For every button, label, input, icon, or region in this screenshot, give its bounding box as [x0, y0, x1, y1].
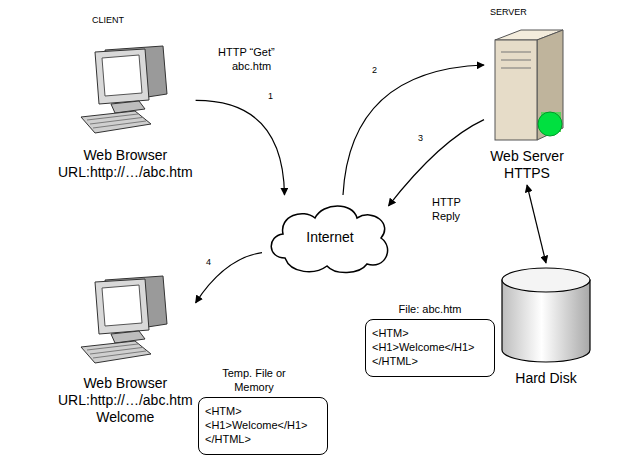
node-caption: Web Server [487, 148, 567, 165]
computer-icon [75, 272, 175, 367]
hard-disk: Hard Disk [500, 266, 592, 387]
web-server: Web ServerHTTPS [487, 26, 567, 182]
node-caption: Web Browser [58, 147, 193, 164]
node-caption: URL:http://…/abc.htm [58, 392, 193, 409]
flow-arrow [196, 100, 285, 195]
node-caption: Hard Disk [500, 370, 592, 387]
server-icon [487, 26, 567, 144]
temp-file-box: Temp. File or Memory <HTM><H1>Welcome</H1… [198, 366, 328, 455]
client-computer: Web BrowserURL:http://…/abc.htmWelcome [58, 272, 193, 426]
box-heading: Temp. File or Memory [206, 366, 302, 394]
flow-arrow [527, 185, 546, 263]
node-caption: Web Browser [58, 375, 193, 392]
code-line: <H1>Welcome</H1> [205, 418, 317, 432]
node-caption: URL:http://…/abc.htm [58, 164, 193, 181]
protocol-label: Reply [432, 210, 460, 223]
code-box: <HTM><H1>Welcome</H1></HTML> [365, 319, 495, 377]
code-line: </HTML> [372, 354, 484, 368]
code-line: <HTM> [372, 326, 484, 340]
internet-cloud-node: Internet [265, 198, 395, 276]
code-line: <HTM> [205, 404, 317, 418]
file-box: File: abc.htm <HTM><H1>Welcome</H1></HTML… [365, 302, 495, 377]
flow-arrow [389, 120, 485, 206]
flow-arrow [196, 253, 262, 303]
cloud-text: Internet [306, 229, 353, 246]
side-label: SERVER [490, 6, 527, 19]
code-line: <H1>Welcome</H1> [372, 340, 484, 354]
hard-disk-cylinder [500, 266, 592, 366]
protocol-label: HTTP “Get” [218, 46, 275, 59]
side-label: CLIENT [92, 14, 124, 27]
callout-number: 3 [418, 132, 423, 145]
box-heading: File: abc.htm [365, 302, 495, 316]
protocol-label: HTTP [432, 196, 461, 209]
callout-number: 1 [268, 90, 273, 103]
protocol-label: abc.htm [232, 60, 271, 73]
code-box: <HTM><H1>Welcome</H1></HTML> [198, 397, 328, 455]
computer-icon [75, 42, 175, 137]
node-caption: Welcome [58, 409, 193, 426]
node-caption: HTTPS [487, 165, 567, 182]
callout-number: 4 [206, 256, 211, 269]
callout-number: 2 [372, 64, 377, 77]
code-line: </HTML> [205, 432, 317, 446]
client-computer: Web BrowserURL:http://…/abc.htm [58, 42, 193, 181]
